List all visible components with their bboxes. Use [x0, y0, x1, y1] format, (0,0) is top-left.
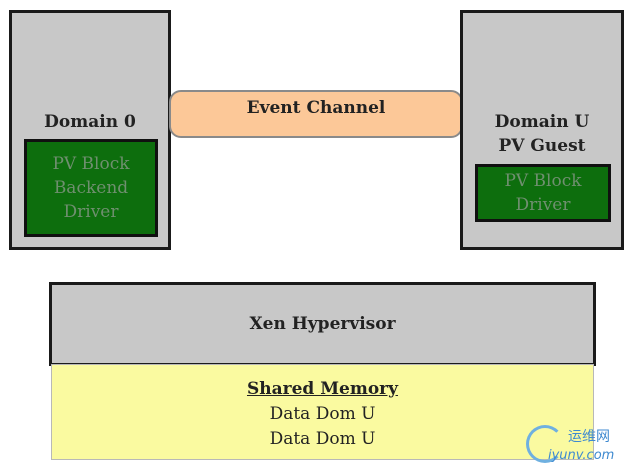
watermark-logo-icon: [526, 425, 564, 463]
xen-hypervisor-label: Xen Hypervisor: [249, 314, 396, 334]
shared-memory-line-1: Data Dom U: [269, 404, 376, 424]
shared-memory-title: Shared Memory: [246, 379, 399, 399]
domain-0-title: Domain 0: [44, 112, 136, 132]
watermark-url: iyunv.com: [548, 448, 615, 463]
event-channel: Event Channel: [169, 90, 463, 138]
watermark-cn: 运维网: [568, 429, 610, 445]
event-channel-label: Event Channel: [246, 98, 386, 118]
xen-hypervisor: Xen Hypervisor: [49, 282, 596, 366]
domain-u-title: Domain U: [494, 112, 590, 132]
domain-0-box: Domain 0 PV Block Backend Driver: [9, 10, 171, 250]
pv-block-driver: PV Block Driver: [475, 164, 611, 222]
pv-block-backend-driver: PV Block Backend Driver: [24, 139, 158, 237]
shared-memory-line-2: Data Dom U: [269, 429, 376, 449]
domain-u-box: Domain U PV Guest PV Block Driver: [460, 10, 624, 250]
domain-u-subtitle: PV Guest: [498, 136, 586, 156]
shared-memory: Shared Memory Data Dom U Data Dom U: [51, 364, 594, 460]
